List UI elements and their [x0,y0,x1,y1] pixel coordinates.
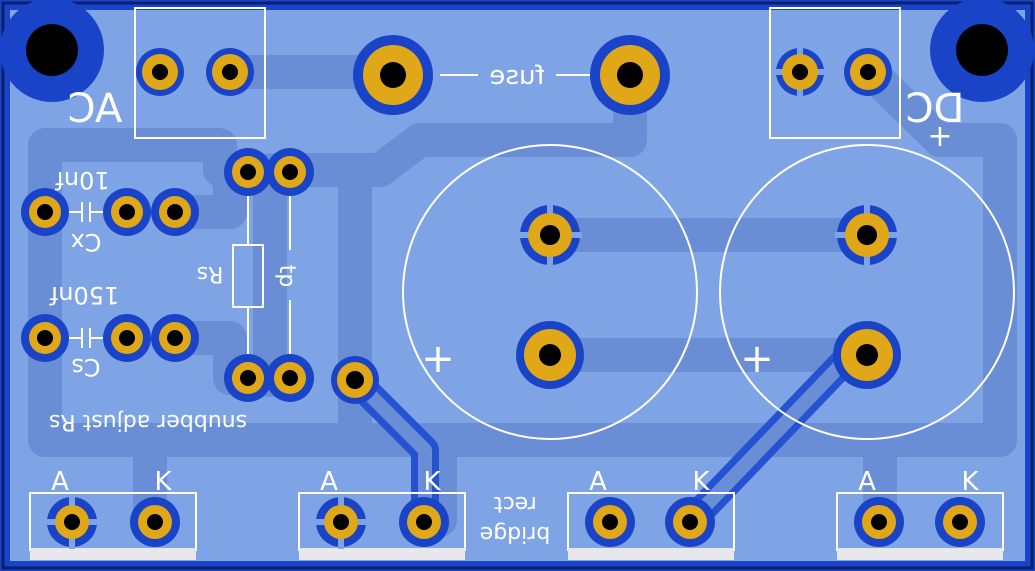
diode-3-outline [567,492,735,560]
cs-name-label: Cs [71,353,100,381]
dc-label: DC [906,86,965,132]
diode-4-pad-a [854,497,904,547]
diode-1-pad-k [130,497,180,547]
capacitor-1-pad-top [518,203,582,267]
ac-pad-2 [206,48,254,96]
rs-pad-bottom-1 [224,354,272,402]
diode-1-anode: A [51,467,69,497]
rs-pad-top-1 [224,148,272,196]
rs-pad-top-2 [266,148,314,196]
diode-1-cathode: K [154,467,172,497]
ac-pad-1 [136,48,184,96]
diode-3-pad-a [585,497,635,547]
cx-pad-1 [21,188,69,236]
diode-2-pad-k [399,497,449,547]
capacitor-1-outline [402,144,698,440]
fuse-label: fuse [489,61,544,91]
capacitor-1-plus: + [421,336,455,382]
rs-pad-bottom-2 [266,354,314,402]
top-traces [28,55,1017,542]
diode-1-pad-a [45,495,99,549]
capacitor-2-pad-top [835,203,899,267]
cs-pad-3 [151,314,199,362]
diode-2-pad-a [314,495,368,549]
cs-value-label: 150nf [49,281,119,309]
cx-name-label: Cx [71,228,102,256]
diode-2-outline [298,492,466,560]
diode-4-outline [836,492,1004,560]
tp-label: tp [274,265,299,288]
dc-pad-1 [774,46,826,98]
mounting-hole-right [930,0,1034,102]
diode-3-cathode: K [692,467,710,497]
diode-4-pad-k [935,497,985,547]
dc-plus-label: + [927,119,952,154]
bridge-label: bridge [480,521,551,546]
diode-2-cathode: K [423,467,441,497]
copper-pour [10,10,1025,561]
snubber-note: snubber adjust Rs [49,409,247,434]
dc-connector-outline [769,7,901,139]
capacitor-2-pad-bottom [833,321,901,389]
fuse-pad-1 [353,35,433,115]
cs-pad-2 [103,314,151,362]
diode-3-anode: A [589,467,607,497]
diode-4-anode: A [858,467,876,497]
fuse-pad-2 [590,35,670,115]
diode-2-anode: A [320,467,338,497]
cs-pad-1 [21,314,69,362]
diode-4-cathode: K [961,467,979,497]
cx-pad-3 [151,188,199,236]
capacitor-1-pad-bottom [516,321,584,389]
bridge-rect-label: rect [494,491,537,516]
cx-pad-2 [103,188,151,236]
cx-value-label: 10nf [55,166,110,194]
capacitor-2-plus: + [740,336,774,382]
ac-label: AC [68,86,123,132]
rs-label: Rs [197,261,224,286]
diode-1-outline [29,492,197,560]
bridge-input-pad [331,356,379,404]
ac-connector-outline [134,7,266,139]
mounting-hole-left [0,0,104,102]
diode-3-pad-k [665,497,715,547]
pads [21,35,985,549]
dc-pad-2 [844,48,892,96]
capacitor-2-outline [719,144,1015,440]
